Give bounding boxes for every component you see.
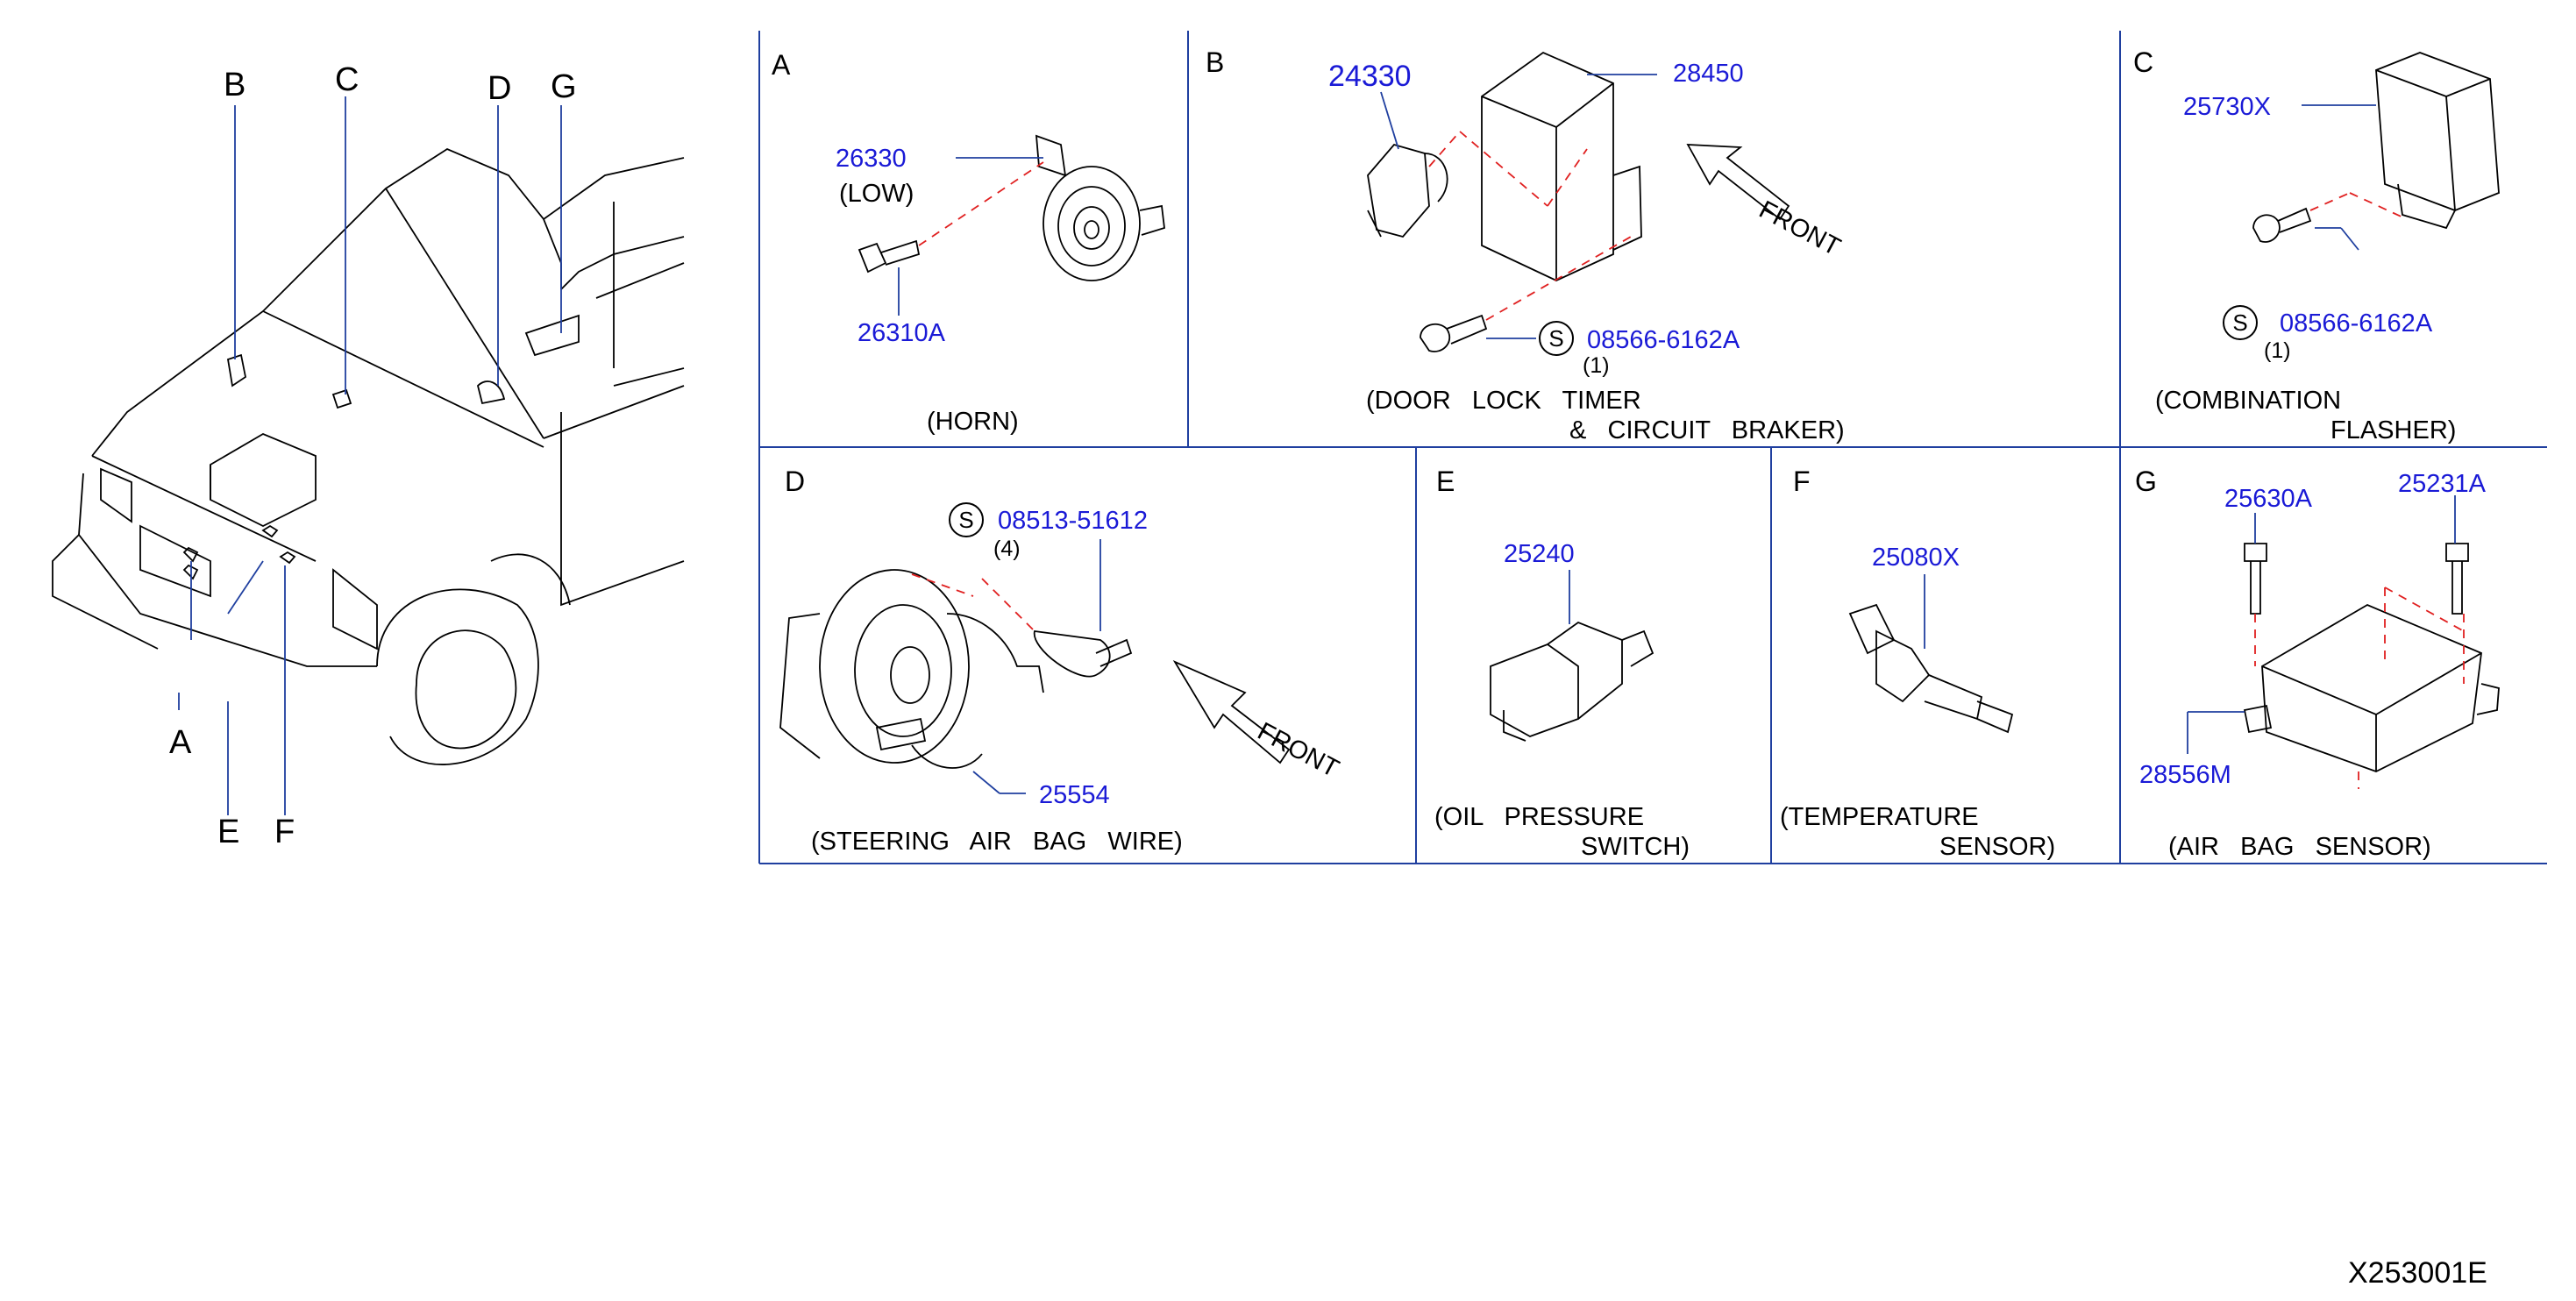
panel-d-letter: D bbox=[785, 466, 806, 497]
part-number-26310a: 26310A bbox=[857, 319, 945, 347]
timer-drawing bbox=[1367, 51, 1790, 352]
airbag-sensor-dashed bbox=[2254, 587, 2465, 789]
s-symbol-b: S bbox=[1539, 321, 1574, 356]
part-number-25730x: 25730X bbox=[2183, 93, 2271, 121]
truck-overview bbox=[52, 147, 685, 765]
part-number-08513-51612: 08513-51612 bbox=[998, 507, 1148, 535]
part-number-08566-6162a-b: 08566-6162A bbox=[1587, 326, 1740, 354]
oil-switch-drawing bbox=[1490, 621, 1654, 742]
oil-switch-caption-line1: (OIL PRESSURE bbox=[1434, 803, 1645, 831]
overview-leaders bbox=[178, 96, 562, 815]
horn-low-note: (LOW) bbox=[839, 180, 914, 208]
flasher-caption-line1: (COMBINATION bbox=[2155, 387, 2342, 415]
front-arrow-d bbox=[1172, 660, 1291, 764]
callout-d: D bbox=[487, 70, 512, 107]
part-number-25231a: 25231A bbox=[2398, 470, 2486, 498]
callout-c: C bbox=[335, 61, 359, 98]
airbag-sensor-caption: (AIR BAG SENSOR) bbox=[2168, 833, 2431, 861]
airbag-sensor-drawing bbox=[2243, 543, 2500, 772]
part-number-08566-6162a-c: 08566-6162A bbox=[2280, 309, 2433, 338]
qty-b: (1) bbox=[1583, 353, 1610, 378]
timer-caption-line1: (DOOR LOCK TIMER bbox=[1366, 387, 1641, 415]
callout-g: G bbox=[551, 68, 577, 105]
qty-d: (4) bbox=[993, 537, 1021, 561]
temp-sensor-caption-line1: (TEMPERATURE bbox=[1780, 803, 1979, 831]
horn-caption: (HORN) bbox=[927, 408, 1019, 436]
callout-f: F bbox=[274, 814, 295, 850]
timer-caption-line2: & CIRCUIT BRAKER) bbox=[1569, 416, 1845, 444]
part-number-25630a: 25630A bbox=[2224, 485, 2312, 513]
part-number-28450: 28450 bbox=[1673, 60, 1744, 88]
part-number-25554: 25554 bbox=[1039, 781, 1110, 809]
callout-a: A bbox=[169, 724, 192, 761]
airbag-wire-caption: (STEERING AIR BAG WIRE) bbox=[811, 828, 1183, 856]
flasher-drawing bbox=[2252, 52, 2500, 243]
airbag-wire-dashed bbox=[911, 573, 1035, 632]
s-symbol-c: S bbox=[2223, 305, 2258, 340]
diagram-code: X253001E bbox=[2348, 1256, 2487, 1290]
panel-b-letter: B bbox=[1206, 46, 1225, 78]
panel-e-letter: E bbox=[1436, 466, 1455, 497]
horn-dashed bbox=[918, 161, 1044, 246]
part-number-25080x: 25080X bbox=[1872, 544, 1960, 572]
part-number-24330: 24330 bbox=[1328, 60, 1412, 93]
flasher-dashed bbox=[2309, 192, 2408, 220]
part-number-25240: 25240 bbox=[1504, 540, 1575, 568]
panel-c-letter: C bbox=[2133, 46, 2154, 78]
panel-g-letter: G bbox=[2135, 466, 2157, 497]
airbag-sensor-leaders bbox=[2187, 495, 2456, 754]
flasher-leaders bbox=[2302, 104, 2376, 251]
timer-dashed bbox=[1428, 131, 1632, 321]
temp-sensor-drawing bbox=[1848, 603, 2014, 734]
oil-switch-caption-line2: SWITCH) bbox=[1581, 833, 1690, 861]
callout-b: B bbox=[224, 67, 246, 103]
qty-c: (1) bbox=[2264, 338, 2291, 363]
airbag-wire-leaders bbox=[972, 539, 1101, 794]
part-number-28556m: 28556M bbox=[2139, 761, 2231, 789]
timer-leaders bbox=[1380, 74, 1657, 339]
part-number-26330: 26330 bbox=[836, 145, 907, 173]
s-symbol-d: S bbox=[949, 502, 984, 537]
airbag-wire-drawing bbox=[779, 569, 1133, 769]
flasher-caption-line2: FLASHER) bbox=[2330, 416, 2457, 444]
panel-a-letter: A bbox=[772, 49, 791, 81]
horn-drawing bbox=[857, 134, 1165, 281]
panel-grid bbox=[758, 31, 2547, 864]
panel-f-letter: F bbox=[1793, 466, 1811, 497]
temp-sensor-caption-line2: SENSOR) bbox=[1939, 833, 2056, 861]
horn-leaders bbox=[898, 157, 1043, 316]
callout-e: E bbox=[217, 814, 240, 850]
